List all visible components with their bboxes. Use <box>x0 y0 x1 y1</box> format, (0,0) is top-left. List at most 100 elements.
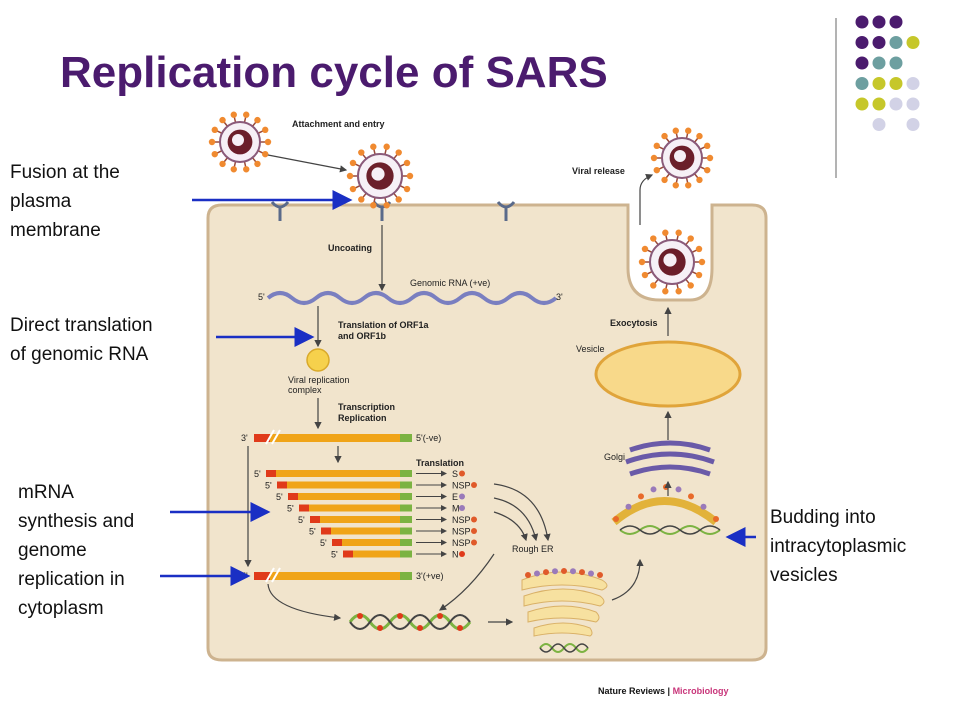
decorative-dot <box>889 77 903 90</box>
mrna-five-prime-label: 5' <box>287 504 294 514</box>
mrna-five-prime-label: 5' <box>254 469 261 479</box>
bud-spike <box>613 516 619 522</box>
protein-label: NSP <box>452 538 471 548</box>
callout-mrna-line: cytoplasm <box>18 598 104 619</box>
callout-translation-line: Direct translation <box>10 315 153 336</box>
er-protein-dot <box>552 568 558 575</box>
replication-complex-icon <box>306 348 330 372</box>
callout-translation: Direct translation of genomic RNA <box>10 311 153 369</box>
protein-label: NSP <box>452 481 471 491</box>
label-vrc-1: Viral replication <box>288 375 349 385</box>
protein-label: E <box>452 492 458 502</box>
label-attachment: Attachment and entry <box>292 119 385 129</box>
callout-mrna: mRNA synthesis and genome replication in… <box>18 478 134 623</box>
protein-label: S <box>452 469 458 479</box>
virion-icon <box>346 143 414 209</box>
bud-spike <box>675 486 682 493</box>
decorative-dot <box>872 77 886 90</box>
protein-label: M <box>452 504 460 514</box>
receptor-icon <box>270 201 290 221</box>
label-three-prime-neg: 3' <box>241 433 248 443</box>
label-neg-strand-end: 5'(-ve) <box>416 433 441 443</box>
callout-budding-line: Budding into <box>770 507 876 528</box>
er-arrow <box>493 497 539 542</box>
label-translation: Translation <box>416 458 464 468</box>
positive-strand <box>254 567 412 583</box>
er-protein-dot <box>579 569 585 576</box>
protein-icon <box>471 482 477 488</box>
mrna-row: 5' S <box>254 469 465 479</box>
decorative-dot <box>872 36 886 49</box>
label-translation-orf-2: and ORF1b <box>338 331 387 341</box>
nucleocapsid-helix <box>348 613 472 631</box>
page-title: Replication cycle of SARS <box>60 48 608 97</box>
callout-translation-line: of genomic RNA <box>10 344 149 365</box>
callout-fusion-line: plasma <box>10 191 72 212</box>
mrna-row: 5' NSP <box>298 515 477 525</box>
callout-mrna-line: synthesis and <box>18 511 135 532</box>
decorative-dot <box>889 15 903 29</box>
attachment-arrow <box>267 154 348 173</box>
budding-arrow <box>611 558 644 601</box>
protein-icon <box>459 505 465 511</box>
protein-label: N <box>452 550 459 560</box>
er-protein-dot <box>543 569 549 576</box>
decorative-dot <box>906 77 920 90</box>
decorative-dot <box>855 77 869 90</box>
label-pos-strand-end: 3'(+ve) <box>416 571 443 581</box>
bud-spike <box>700 503 707 510</box>
callout-budding-line: intracytoplasmic <box>770 536 907 557</box>
credit-section: Microbiology <box>673 686 729 696</box>
protein-icon <box>459 470 465 477</box>
genomic-rna-strand <box>266 291 558 305</box>
protein-label: NSP <box>452 515 471 525</box>
callout-mrna-line: mRNA <box>18 482 74 503</box>
label-three-prime: 3' <box>556 292 563 302</box>
cell-body <box>206 203 768 662</box>
budding-vesicle <box>611 484 721 535</box>
decorative-dot <box>855 97 869 111</box>
label-transcription-1: Transcription <box>338 402 395 412</box>
mrna-row: 5'N <box>331 550 465 560</box>
protein-icon <box>459 493 465 500</box>
er-protein-dot <box>570 568 576 575</box>
er-protein-dot <box>597 572 603 578</box>
rough-er <box>521 568 608 637</box>
er-arrow <box>493 511 528 542</box>
decorative-dot <box>872 97 886 111</box>
mrna-five-prime-label: 5' <box>265 481 272 491</box>
golgi <box>625 440 715 477</box>
label-transcription-2: Replication <box>338 413 387 423</box>
callout-mrna-line: replication in <box>18 569 125 590</box>
mrna-five-prime-label: 5' <box>276 492 283 502</box>
callout-fusion-line: Fusion at the <box>10 162 120 183</box>
label-golgi: Golgi <box>604 452 625 462</box>
callout-budding-line: vesicles <box>770 565 838 586</box>
callout-budding: Budding into intracytoplasmic vesicles <box>770 503 906 590</box>
er-protein-dot <box>534 570 540 577</box>
label-genomic-rna: Genomic RNA (+ve) <box>410 278 490 288</box>
label-translation-orf-1: Translation of ORF1a <box>338 320 430 330</box>
protein-icon <box>471 528 477 534</box>
label-vesicle: Vesicle <box>576 344 605 354</box>
er-protein-dot <box>588 570 594 577</box>
decorative-dot <box>906 97 920 111</box>
label-uncoating: Uncoating <box>328 243 372 253</box>
er-arrow <box>493 483 551 542</box>
er-arrow <box>439 553 495 611</box>
bud-spike <box>638 493 644 500</box>
bud-spike <box>713 516 719 522</box>
receptor-icon <box>496 201 516 221</box>
mrna-five-prime-label: 5' <box>309 527 316 537</box>
mrna-five-prime-label: 5' <box>298 515 305 525</box>
mrna-row: 5' NSP <box>265 481 477 491</box>
vesicle <box>594 340 742 408</box>
mrna-row: 5'NSP <box>309 527 477 537</box>
decorative-dot <box>872 15 886 29</box>
bud-spike <box>625 503 632 510</box>
decorative-dot <box>855 36 869 49</box>
decorative-dot <box>855 15 869 29</box>
callout-fusion: Fusion at the plasma membrane <box>10 158 120 245</box>
virion-icon <box>208 111 272 173</box>
